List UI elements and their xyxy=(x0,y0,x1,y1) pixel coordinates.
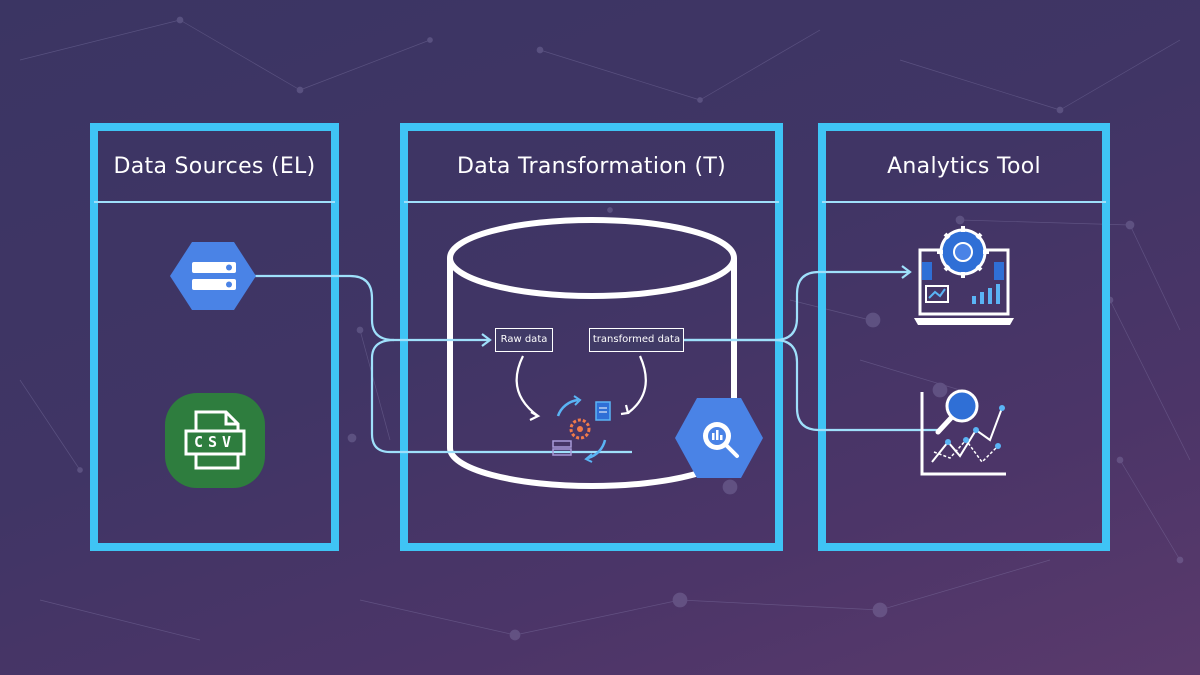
connector-transformed-to-dashboard xyxy=(680,270,908,342)
background-network xyxy=(19,16,1191,641)
panel-title-analytics-tool: Analytics Tool xyxy=(887,154,1041,179)
flow-connectors xyxy=(252,270,940,454)
csv-file-icon xyxy=(165,393,265,488)
connector-storage-to-raw xyxy=(252,274,490,342)
arrowheads xyxy=(481,265,912,347)
panel-title-data-transformation: Data Transformation (T) xyxy=(456,154,727,179)
curved-arrows xyxy=(515,355,647,421)
transformed-data-label: transformed data xyxy=(589,328,684,352)
panel-analytics-tool xyxy=(818,123,1110,551)
dashboard-laptop-icon xyxy=(914,226,1014,325)
csv-text: CSV xyxy=(193,433,237,451)
raw-data-label: Raw data xyxy=(495,328,553,352)
panel-title-data-sources: Data Sources (EL) xyxy=(113,154,316,179)
analysis-chart-icon xyxy=(920,389,1006,476)
panel-data-transformation xyxy=(400,123,783,551)
process-cycle-icon xyxy=(552,395,611,463)
connector-csv-loop xyxy=(370,338,632,454)
cloud-storage-icon xyxy=(170,242,256,310)
connector-transformed-to-analysis xyxy=(680,338,940,432)
bigquery-icon xyxy=(675,398,763,478)
panel-data-sources xyxy=(90,123,339,551)
